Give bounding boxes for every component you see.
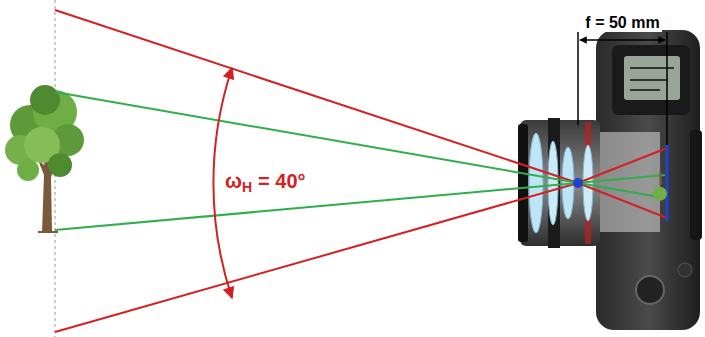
- angle-label-group: ωH = 40°: [222, 170, 309, 195]
- angle-symbol: ω: [225, 170, 242, 192]
- sensor-image: [653, 171, 667, 200]
- field-of-view-lines: [55, 10, 667, 332]
- tree: [5, 85, 84, 232]
- image-rays: [55, 92, 665, 230]
- angle-subscript: H: [242, 179, 252, 195]
- focal-length-label: f = 50 mm: [583, 14, 661, 32]
- lens-center: [573, 178, 583, 188]
- angle-value: = 40°: [258, 170, 305, 192]
- image-sensor: [666, 145, 669, 221]
- focal-dimension: [578, 32, 667, 145]
